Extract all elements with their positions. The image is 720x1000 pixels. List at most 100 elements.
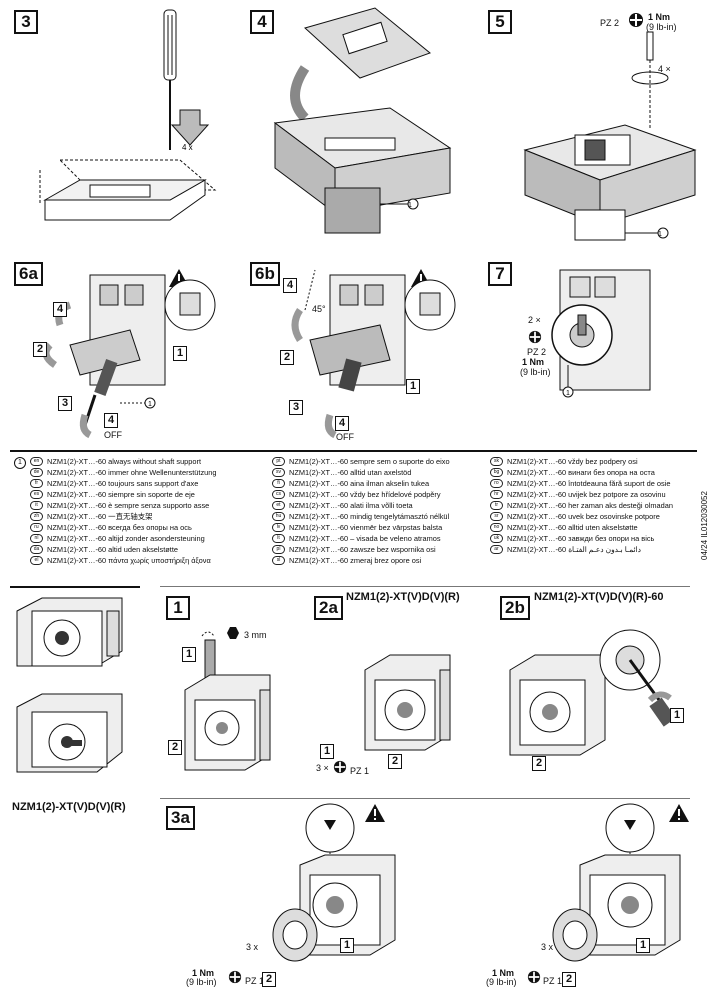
legend-top-rule bbox=[10, 450, 697, 452]
panel-6a-callout: 1 bbox=[148, 401, 152, 408]
rotate-icon bbox=[201, 631, 215, 637]
step-5-label: 5 bbox=[488, 10, 512, 34]
panel-b2a-title: NZM1(2)-XT(V)D(V)(R) bbox=[346, 591, 460, 603]
panel-5-torque-imp: (9 lb-in) bbox=[646, 22, 677, 32]
panel-b3-right-step-2: 2 bbox=[562, 972, 577, 987]
panel-6a-step-4: 4 bbox=[53, 302, 68, 317]
panel-5-torque: 1 Nm bbox=[648, 12, 671, 22]
warning-icon-b3-right bbox=[669, 804, 689, 822]
panel-7-count: 2 × bbox=[528, 315, 541, 325]
panel-b2a-tool: PZ 1 bbox=[350, 766, 370, 776]
pozidriv-icon-b2a bbox=[333, 760, 347, 774]
panel-b3-right-step-1: 1 bbox=[636, 938, 651, 953]
panel-5-count: 4 × bbox=[658, 64, 671, 74]
panel-4-illustration: 1 bbox=[273, 7, 452, 234]
panel-b3-right-count: 3 x bbox=[541, 942, 554, 952]
switch-thumbnail-1 bbox=[16, 597, 123, 667]
panel-b2b-title: NZM1(2)-XT(V)D(V)(R)-60 bbox=[534, 591, 664, 603]
step-6b-label: 6b bbox=[250, 262, 280, 286]
step-7-label: 7 bbox=[488, 262, 512, 286]
panel-5-illustration: 1 bbox=[523, 31, 697, 241]
panel-6b-step-4: 4 bbox=[283, 278, 298, 293]
panel-b3-right-torque: 1 Nm bbox=[492, 968, 515, 978]
panel-b3-left-step-1: 1 bbox=[340, 938, 355, 953]
panel-b1-step-1: 1 bbox=[182, 647, 197, 662]
panel-b2a-step-1: 1 bbox=[320, 744, 335, 759]
panel-6a-step-1: 1 bbox=[173, 346, 188, 361]
panel-6a-step-3: 3 bbox=[58, 396, 73, 411]
panel-b3-left-title: NZM1(2)-XT(V)D(V)(R) bbox=[12, 801, 126, 813]
panel-3-illustration: 4 x bbox=[39, 9, 217, 221]
hex-icon bbox=[227, 627, 239, 639]
lower-right-rule bbox=[160, 586, 690, 587]
document-reference: 04/24 IL012030052 bbox=[700, 491, 709, 560]
step-3-label: 3 bbox=[14, 10, 38, 34]
warning-icon-b3-left bbox=[365, 804, 385, 822]
step-b2b-label: 2b bbox=[500, 596, 530, 620]
panel-7-tool: PZ 2 bbox=[527, 347, 547, 357]
panel-b3-left-count: 3 x bbox=[246, 942, 259, 952]
hex-size-label: 3 mm bbox=[244, 630, 267, 640]
panel-6b-off: OFF bbox=[336, 432, 354, 442]
panel-7-callout: 1 bbox=[566, 390, 570, 397]
panel-b3-left-step-2: 2 bbox=[262, 972, 277, 987]
panel-6a-step-4b: 4 bbox=[104, 413, 119, 428]
panel-b3-right-torque-imp: (9 lb-in) bbox=[486, 977, 517, 987]
panel-6a-illustration: 1 bbox=[42, 274, 216, 439]
pozidriv-icon-7 bbox=[528, 330, 542, 344]
panel-4-callout: 1 bbox=[408, 202, 412, 209]
panel-b2a-count: 3 × bbox=[316, 763, 329, 773]
panel-b2b-step-1: 1 bbox=[670, 708, 685, 723]
panel-6b-step-1: 1 bbox=[406, 379, 421, 394]
panel-7-torque: 1 Nm bbox=[522, 357, 545, 367]
panel-6b-step-2: 2 bbox=[280, 350, 295, 365]
step-4-label: 4 bbox=[250, 10, 274, 34]
step-6a-label: 6a bbox=[14, 262, 43, 286]
panel-6b-illustration bbox=[291, 269, 456, 439]
lower-left-rule bbox=[10, 586, 140, 588]
panel-b3-left-illustration bbox=[272, 803, 396, 962]
switch-thumbnail-2 bbox=[16, 693, 123, 773]
panel-b1-illustration bbox=[184, 639, 271, 771]
step-3a-rule bbox=[160, 798, 690, 799]
panel-3-count: 4 x bbox=[182, 143, 193, 152]
panel-b2a-illustration bbox=[364, 654, 451, 751]
panel-b1-step-2: 2 bbox=[168, 740, 183, 755]
pozidriv-icon-b3-right bbox=[527, 970, 541, 984]
panel-b3-left-torque: 1 Nm bbox=[192, 968, 215, 978]
panel-5-tool: PZ 2 bbox=[600, 18, 620, 28]
panel-6a-off: OFF bbox=[104, 430, 122, 440]
panel-b3-right-tool: PZ 1 bbox=[543, 976, 563, 986]
panel-b3-left-torque-imp: (9 lb-in) bbox=[186, 977, 217, 987]
panel-7-torque-imp: (9 lb-in) bbox=[520, 367, 551, 377]
panel-6a-step-2: 2 bbox=[33, 342, 48, 357]
